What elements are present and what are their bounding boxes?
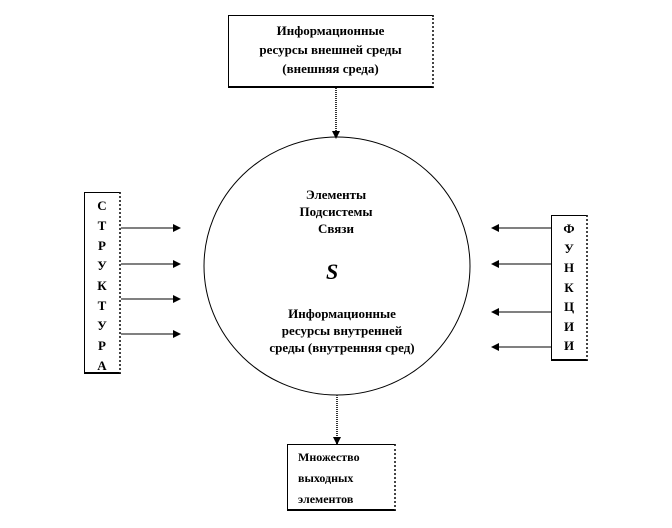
circle-line: Подсистемы [299, 204, 373, 219]
box-line: (внешняя среда) [282, 61, 379, 76]
box-line: Информационные [276, 23, 385, 38]
letter: А [97, 358, 107, 373]
letter: К [564, 279, 574, 295]
circle-upper-text: Элементы Подсистемы Связи [216, 186, 456, 237]
left-arrows [121, 224, 181, 338]
letter: Т [97, 298, 107, 313]
structure-box: С Т Р У К Т У Р А [84, 192, 121, 374]
circle-line: среды (внутренняя сред) [269, 340, 415, 355]
box-line: Множество [298, 450, 360, 464]
circle-line: Связи [318, 221, 354, 236]
letter: У [564, 240, 574, 256]
letter: Н [563, 260, 575, 275]
letter: Ф [563, 221, 575, 236]
functions-box: Ф У Н К Ц И И [551, 215, 588, 361]
external-resources-box: Информационные ресурсы внешней среды (вн… [228, 15, 434, 88]
system-symbol: S [326, 259, 339, 284]
letter: Ц [563, 299, 575, 314]
letter: Т [97, 218, 107, 233]
letter: У [97, 258, 107, 273]
letter: И [563, 338, 575, 353]
right-arrows [491, 224, 551, 351]
box-line: элементов [298, 492, 354, 506]
letter: К [97, 278, 107, 293]
circle-line: ресурсы внутренней [281, 323, 403, 338]
box-line: ресурсы внешней среды [259, 42, 402, 57]
circle-line: Элементы [305, 187, 367, 202]
letter: Р [98, 338, 106, 353]
circle-lower-text: Информационные ресурсы внутренней среды … [222, 305, 462, 356]
letter: И [563, 318, 575, 334]
output-elements-box: Множество выходных элементов [287, 444, 396, 511]
letter: У [97, 318, 107, 333]
letter: Р [98, 238, 106, 253]
circle-line: Информационные [288, 306, 396, 321]
letter: С [97, 198, 107, 213]
box-line: выходных [298, 471, 354, 485]
